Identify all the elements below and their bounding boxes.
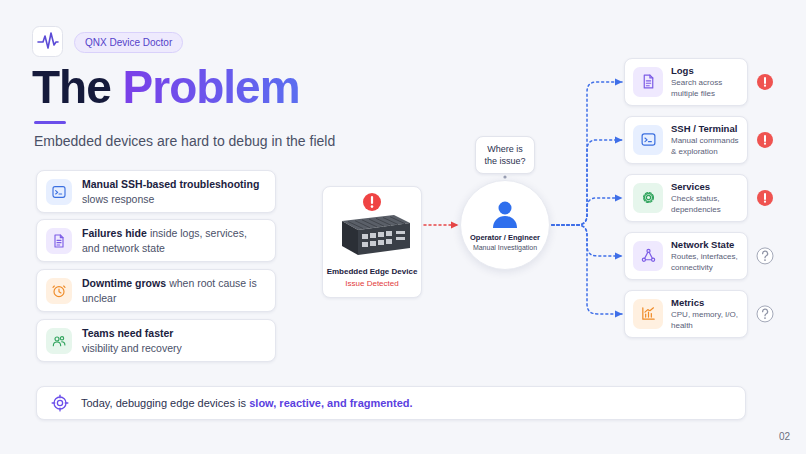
card-body: slows response xyxy=(82,192,259,206)
node-bubble: Where is the issue? xyxy=(475,136,535,174)
node-right: ServicesCheck status, dependencies xyxy=(624,174,748,222)
card-heading: Failures hide xyxy=(82,227,147,239)
target-icon xyxy=(49,392,71,414)
card-body: Manual commands & exploration xyxy=(671,136,741,156)
alert-connector xyxy=(424,224,458,226)
card-body: Routes, interfaces, connectivity xyxy=(671,252,741,272)
bar-lead: Today, debugging edge devices is xyxy=(81,397,246,409)
node-op: Operator / EngineerManual Investigation xyxy=(460,180,550,270)
node-left: Failures hideinside logs, services, and … xyxy=(36,219,276,262)
bubble-text: Where is the issue? xyxy=(481,143,529,167)
investigation-connector xyxy=(552,82,622,225)
card-text: Downtime growswhen root cause is unclear xyxy=(82,276,267,304)
alert-badge xyxy=(757,132,773,148)
icon-box xyxy=(46,278,72,304)
investigation-connector xyxy=(552,140,622,225)
node-pill: QNX Device Doctor xyxy=(74,32,183,53)
bar-emphasis: slow, reactive, and fragmented. xyxy=(249,397,412,409)
icon-glyph xyxy=(51,394,69,412)
icon-box xyxy=(633,183,663,213)
unknown-badge xyxy=(757,306,773,322)
card-text: Network StateRoutes, interfaces, connect… xyxy=(671,239,741,273)
icon-box xyxy=(46,179,72,205)
card-heading: Metrics xyxy=(671,297,741,309)
card-heading: Manual SSH-based troubleshooting xyxy=(82,178,259,190)
slide-title: The Problem xyxy=(32,63,300,111)
node-left: Teams need faster visibility and recovery xyxy=(36,319,276,362)
subtitle: Embedded devices are hard to debug in th… xyxy=(34,133,335,149)
edge-device-art xyxy=(330,191,414,265)
icon-glyph xyxy=(51,333,67,349)
logo-pulse xyxy=(38,33,58,48)
icon-glyph xyxy=(51,184,67,200)
card-text: LogsSearch across multiple files xyxy=(671,65,741,99)
card-text: Teams need faster visibility and recovery xyxy=(82,326,182,354)
bubble-dot xyxy=(503,175,506,178)
alert-badge xyxy=(757,74,773,90)
logo-box xyxy=(33,27,63,57)
card-text: SSH / TerminalManual commands & explorat… xyxy=(671,123,741,157)
card-heading: Downtime grows xyxy=(82,277,166,289)
investigation-connector xyxy=(552,198,622,225)
icon-glyph xyxy=(640,131,657,148)
icon-box xyxy=(46,328,72,354)
node-bar: Today, debugging edge devices isslow, re… xyxy=(36,386,746,420)
page-number: 02 xyxy=(779,431,790,442)
card-body: Search across multiple files xyxy=(671,78,741,98)
node-left: Manual SSH-based troubleshooting slows re… xyxy=(36,170,276,213)
icon-glyph xyxy=(640,247,657,264)
node-device: Embedded Edge DeviceIssue Detected xyxy=(322,186,422,298)
icon-box xyxy=(633,125,663,155)
node-left: Downtime growswhen root cause is unclear xyxy=(36,269,276,312)
icon-box xyxy=(633,299,663,329)
unknown-badge xyxy=(757,248,773,264)
device-illustration xyxy=(330,191,414,265)
alert-badge xyxy=(757,190,773,206)
icon-glyph xyxy=(640,73,657,90)
icon-glyph xyxy=(640,189,657,206)
card-text: ServicesCheck status, dependencies xyxy=(671,181,741,215)
card-heading: SSH / Terminal xyxy=(671,123,741,135)
icon-glyph xyxy=(51,233,67,249)
icon-glyph xyxy=(640,305,657,322)
title-underline xyxy=(34,121,66,124)
card-text: MetricsCPU, memory, I/O, health xyxy=(671,297,741,331)
icon-box xyxy=(46,228,72,254)
card-text: Manual SSH-based troubleshooting slows re… xyxy=(82,177,259,205)
card-heading: Services xyxy=(671,181,741,193)
card-body: Check status, dependencies xyxy=(671,194,741,214)
node-right: SSH / TerminalManual commands & explorat… xyxy=(624,116,748,164)
icon-box xyxy=(633,67,663,97)
investigation-connector xyxy=(552,225,622,314)
device-name: Embedded Edge Device xyxy=(327,267,418,276)
bar-text: Today, debugging edge devices isslow, re… xyxy=(81,397,413,409)
card-body: CPU, memory, I/O, health xyxy=(671,310,741,330)
icon-box xyxy=(633,241,663,271)
icon-glyph xyxy=(51,283,67,299)
device-status: Issue Detected xyxy=(345,279,398,288)
operator-task: Manual Investigation xyxy=(473,244,537,251)
person-glyph xyxy=(490,199,520,229)
card-text: Failures hideinside logs, services, and … xyxy=(82,226,267,254)
person-icon xyxy=(490,199,520,229)
node-right: MetricsCPU, memory, I/O, health xyxy=(624,290,748,338)
node-right: Network StateRoutes, interfaces, connect… xyxy=(624,232,748,280)
operator-role: Operator / Engineer xyxy=(470,233,540,242)
pill-text: QNX Device Doctor xyxy=(85,37,172,48)
card-heading: Logs xyxy=(671,65,741,77)
node-right: LogsSearch across multiple files xyxy=(624,58,748,106)
card-heading: Teams need faster xyxy=(82,327,173,339)
card-heading: Network State xyxy=(671,239,741,251)
card-body: visibility and recovery xyxy=(82,341,182,355)
